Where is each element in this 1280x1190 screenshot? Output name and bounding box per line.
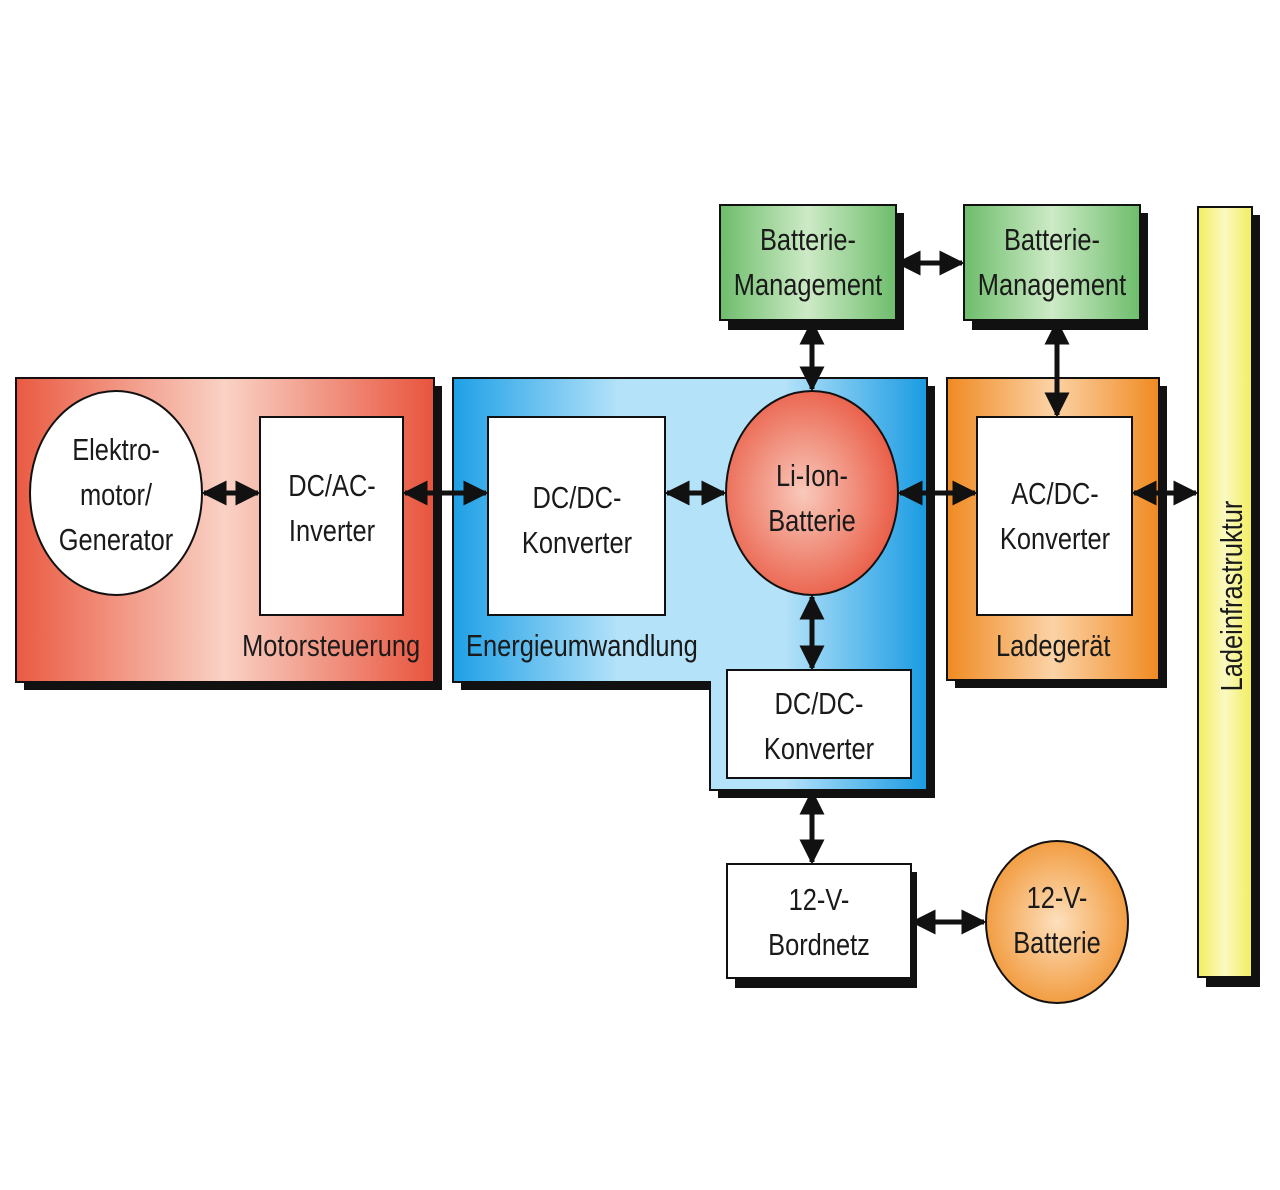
energieumwandlung-label: Energieumwandlung xyxy=(466,628,698,663)
bordnetz-12v-box xyxy=(726,863,912,979)
dc-dc-konverter-main-label: DC/DC- Konverter xyxy=(511,476,644,566)
dc-ac-inverter-box xyxy=(259,416,404,616)
ladeinfrastruktur-bar xyxy=(1197,206,1253,978)
dc-dc-konverter-aux-box xyxy=(726,669,912,779)
ac-dc-konverter-label-line-1: AC/DC- xyxy=(1011,476,1099,511)
batterie-management-1-label-line-1: Batterie- xyxy=(759,222,857,257)
li-ion-batterie-label-line-2: Batterie xyxy=(768,502,856,538)
elektromotor-label-line-2: motor/ xyxy=(79,476,153,512)
dc-dc-konverter-main-box xyxy=(487,416,666,616)
ladegeraet-label: Ladegerät xyxy=(996,628,1111,663)
dc-dc-konverter-main-label-line-2: Konverter xyxy=(521,524,633,560)
motorsteuerung-label: Motorsteuerung xyxy=(241,628,420,663)
ac-dc-konverter-label-line-2: Konverter xyxy=(999,520,1111,556)
li-ion-batterie-label: Li-Ion- Batterie xyxy=(753,454,871,544)
bordnetz-12v-label-line-1: 12-V- xyxy=(788,882,850,917)
batterie-12v-label-line-1: 12-V- xyxy=(1026,880,1088,915)
batterie-management-1-label-line-2: Management xyxy=(733,266,883,302)
batterie-12v-label-line-2: Batterie xyxy=(1013,924,1101,960)
batterie-management-2-label: Batterie- Management xyxy=(973,218,1130,308)
batterie-management-box-1 xyxy=(719,204,897,321)
dc-dc-konverter-aux-label-line-2: Konverter xyxy=(763,730,875,766)
dc-ac-inverter-label-line-2: Inverter xyxy=(288,512,376,548)
elektromotor-label-line-3: Generator xyxy=(58,521,174,557)
ladeinfrastruktur-label: Ladeinfrastruktur xyxy=(1214,500,1249,692)
dc-dc-konverter-main-label-line-1: DC/DC- xyxy=(532,480,622,515)
elektromotor-label: Elektro- motor/ Generator xyxy=(59,428,174,563)
dc-dc-konverter-aux-label-line-1: DC/DC- xyxy=(774,686,864,721)
elektromotor-label-line-1: Elektro- xyxy=(72,432,160,467)
batterie-management-2-label-line-1: Batterie- xyxy=(1003,222,1101,257)
li-ion-batterie-label-line-1: Li-Ion- xyxy=(775,458,849,493)
batterie-12v-label: 12-V- Batterie xyxy=(1004,876,1111,966)
bordnetz-12v-label-line-2: Bordnetz xyxy=(768,926,870,962)
dc-dc-konverter-aux-label: DC/DC- Konverter xyxy=(750,682,888,772)
batterie-management-2-label-line-2: Management xyxy=(977,266,1127,302)
ac-dc-konverter-label: AC/DC- Konverter xyxy=(995,472,1115,562)
dc-ac-inverter-label: DC/AC- Inverter xyxy=(275,464,390,554)
batterie-management-box-2 xyxy=(963,204,1141,321)
bordnetz-12v-label: 12-V- Bordnetz xyxy=(750,878,888,968)
dc-ac-inverter-label-line-1: DC/AC- xyxy=(288,468,376,503)
batterie-management-1-label: Batterie- Management xyxy=(729,218,886,308)
ac-dc-konverter-box xyxy=(976,416,1133,616)
